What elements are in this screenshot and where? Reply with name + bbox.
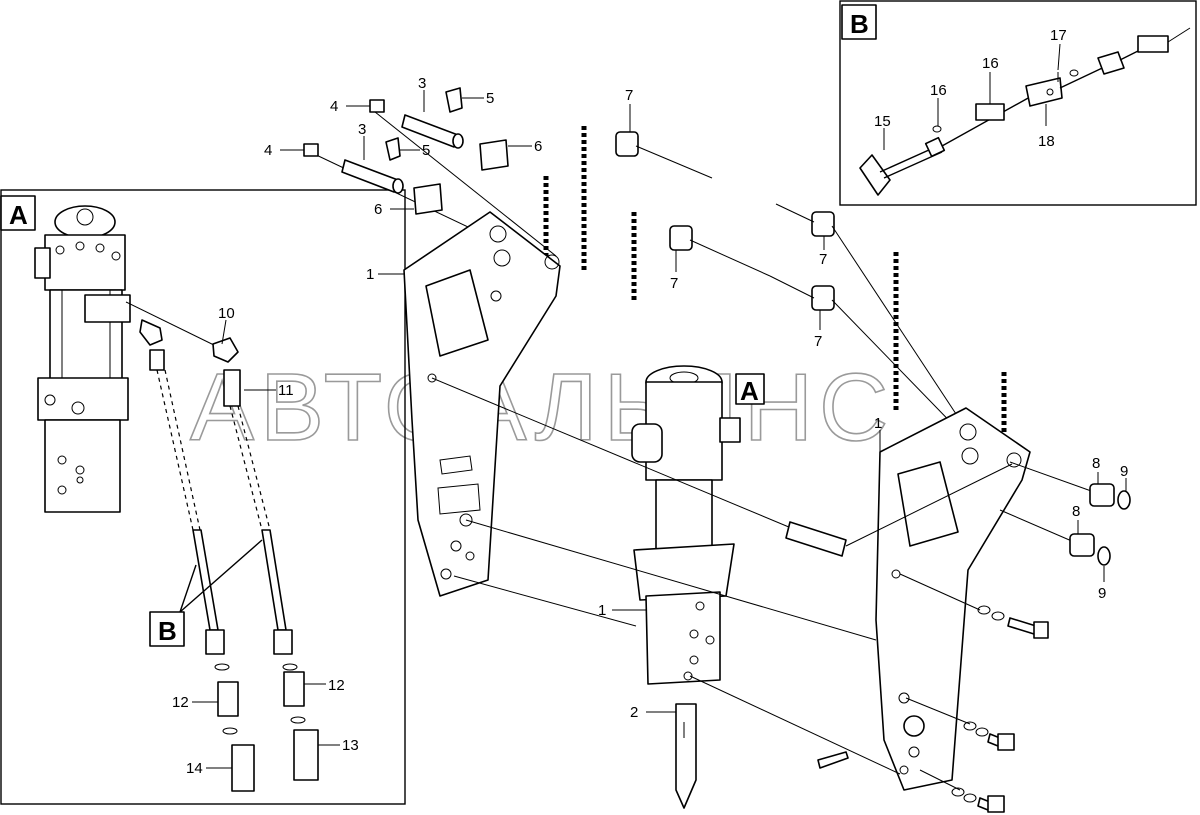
screw-4-upper: [369, 99, 385, 113]
detail-a-ref-label: A: [740, 376, 759, 406]
detail-b-ref-label: B: [158, 616, 177, 646]
callout-13: 13: [342, 737, 359, 754]
callout-8-a: 8: [1092, 455, 1100, 472]
through-pin: [785, 521, 847, 557]
callout-1-center: 1: [598, 602, 606, 619]
handle-15: [859, 154, 891, 196]
bushing-8-a: [1089, 483, 1115, 507]
callout-11: 11: [278, 382, 294, 399]
coupling-14: [231, 744, 255, 792]
callout-9-b: 9: [1098, 585, 1106, 602]
bushing-7-b: [669, 225, 693, 251]
callout-16b: 16: [982, 55, 999, 72]
elbow-fitting-10: [212, 337, 239, 363]
bushing-8-b: [1069, 533, 1095, 557]
callout-12-right: 12: [328, 677, 345, 694]
callout-6-upper: 6: [534, 138, 542, 155]
callout-3-upper: 3: [418, 75, 426, 92]
side-plate-left: [403, 211, 561, 597]
pin-group: [303, 87, 557, 265]
pin-3-upper: [401, 114, 459, 148]
callout-2: 2: [630, 704, 638, 721]
watermark-text: АВТОАЛЬЯНС: [190, 354, 894, 461]
detail-b-label-box: [841, 4, 877, 40]
detail-a-label-box: [0, 195, 36, 231]
adapter-12-left: [217, 681, 239, 717]
elbow-fitting: [139, 319, 163, 346]
callout-9-a: 9: [1120, 463, 1128, 480]
callout-6-lower: 6: [374, 201, 382, 218]
hydraulic-pump-unit: [34, 205, 131, 513]
callout-3-lower: 3: [358, 121, 366, 138]
callout-15: 15: [874, 113, 891, 130]
dowel-pin: [817, 751, 849, 769]
washer-9-b: [1097, 546, 1111, 566]
block-6-lower: [413, 183, 443, 215]
callout-17: 17: [1050, 27, 1067, 44]
callout-4-lower: 4: [264, 142, 272, 159]
bracket-16: [975, 103, 1005, 121]
screw-4-lower: [303, 143, 319, 157]
clip-5-upper: [445, 87, 463, 113]
bushing-7-c: [811, 211, 835, 237]
detail-a-ref-box: [735, 373, 765, 405]
detail-a-label: A: [9, 200, 28, 230]
detail-b-label: B: [850, 9, 869, 39]
clip-5-lower: [385, 137, 401, 161]
coupling-13: [293, 729, 319, 781]
bushing-7-d: [811, 285, 835, 311]
bushing-group: [615, 131, 969, 441]
callout-18: 18: [1038, 133, 1055, 150]
bushing-7-a: [615, 131, 639, 157]
callout-16a: 16: [930, 82, 947, 99]
callout-10: 10: [218, 305, 235, 322]
callout-14: 14: [186, 760, 203, 777]
detail-b-inset: B 15 16 16 17 18: [839, 0, 1197, 206]
detail-b-ref-box: [149, 611, 185, 647]
bushing-8-group: [999, 461, 1131, 566]
callout-8-b: 8: [1072, 503, 1080, 520]
callout-5-lower: 5: [422, 142, 430, 159]
bolt-group: [951, 605, 1049, 813]
callout-7-a: 7: [625, 87, 633, 104]
hose-left: [192, 529, 219, 631]
chisel-tool: [675, 703, 697, 809]
plate-18: [1025, 77, 1063, 107]
block-6-upper: [479, 139, 509, 171]
callout-1-right: 1: [874, 415, 882, 432]
hose-right: [261, 529, 287, 631]
callout-7-d: 7: [814, 333, 822, 350]
callout-7-b: 7: [670, 275, 678, 292]
connector-block: [1137, 35, 1169, 53]
detail-a-inset: A: [0, 189, 406, 805]
callout-4-upper: 4: [330, 98, 338, 115]
callout-7-c: 7: [819, 251, 827, 268]
callout-1-left: 1: [366, 266, 374, 283]
side-plate-right: [875, 407, 1031, 791]
washer-9-a: [1117, 490, 1131, 510]
adapter-12-right: [283, 671, 305, 707]
callout-12-left: 12: [172, 694, 189, 711]
pin-3-lower: [341, 159, 399, 193]
callout-5-upper: 5: [486, 90, 494, 107]
